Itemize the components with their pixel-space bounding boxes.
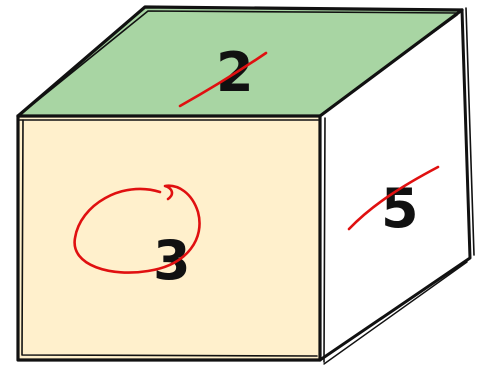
side-face	[320, 10, 470, 360]
side-face-number: 5	[381, 177, 419, 240]
front-number-circle	[73, 184, 201, 274]
side-number-strikethrough	[347, 165, 440, 231]
cube-outline	[16, 5, 475, 365]
top-number-strikethrough	[178, 51, 268, 108]
front-face-number: 3	[153, 229, 191, 292]
front-face	[18, 116, 320, 360]
top-face	[18, 7, 462, 116]
